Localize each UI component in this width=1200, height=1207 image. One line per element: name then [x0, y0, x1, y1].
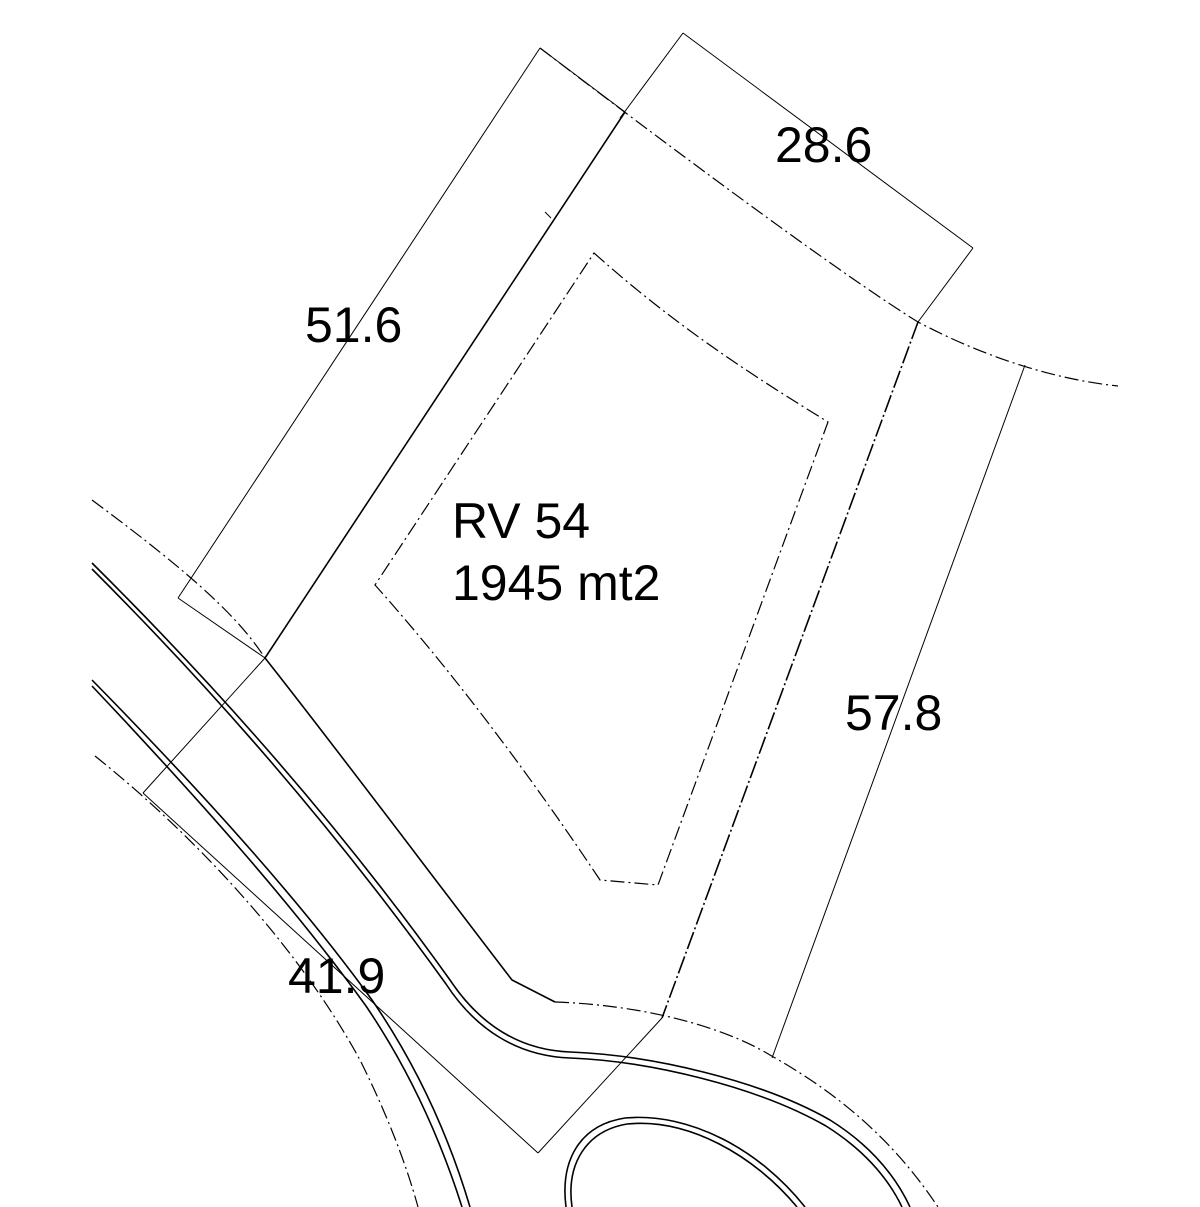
island-inner — [570, 1122, 798, 1207]
road-edge-north — [539, 47, 1119, 387]
dim-north-label: 28.6 — [775, 117, 872, 173]
dim-south-line — [142, 657, 663, 1154]
lot-west-boundary — [264, 111, 626, 659]
plot-id-label: RV 54 — [452, 493, 590, 549]
building-envelope — [374, 252, 829, 886]
boundary-tick — [544, 211, 552, 219]
road-line-1a — [91, 562, 911, 1207]
dim-east-line — [771, 364, 1026, 1059]
road-line-2a — [91, 679, 471, 1207]
island-outer — [564, 1116, 806, 1207]
dim-west-label: 51.6 — [305, 297, 402, 353]
road-edge-south — [554, 1001, 939, 1207]
road-line-1b — [91, 568, 903, 1207]
curb-inner — [264, 657, 556, 1003]
plot-area-label: 1945 mt2 — [452, 555, 660, 611]
dim-north-line — [619, 32, 974, 323]
road-edge-far-west — [94, 755, 419, 1207]
lot-east-boundary — [661, 321, 919, 1019]
dim-east-label: 57.8 — [845, 685, 942, 741]
dim-south-label: 41.9 — [288, 948, 385, 1004]
dim-west-line — [177, 47, 626, 659]
road-edge-west — [91, 499, 266, 659]
road-line-2b — [91, 685, 463, 1207]
